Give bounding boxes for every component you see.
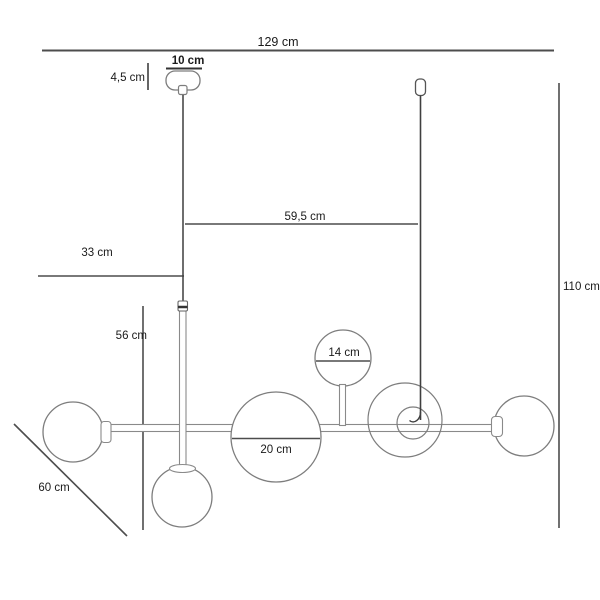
dimension-lines [13,49,560,537]
globe-diameter-lines [232,360,370,440]
right-globe-fitting [490,415,504,438]
ball-joint [367,382,443,458]
rear-cord-gripper [414,78,427,97]
left-globe [42,401,104,463]
ball-joint-inner-circle [396,406,430,440]
bottom-globe [151,466,213,528]
depth-label: 60 cm [38,482,69,494]
ball-joint-outer-circle [367,382,443,458]
large-globe-diameter-label: 20 cm [260,444,291,456]
depth-dimension-line [13,423,128,537]
large-globe [230,391,322,483]
globes [42,329,555,528]
bottom-globe-cap [168,463,197,474]
left-globe-fitting [100,420,112,444]
upper-globe-stem [338,383,347,427]
left-offset-label: 33 cm [81,247,112,259]
small-globe-diameter-label: 14 cm [328,347,359,359]
rear-cord-hook [409,411,422,423]
canopy-height-label: 4,5 cm [110,72,145,84]
suspension [165,70,427,423]
canopy-nipple [177,84,188,96]
canopy-width-label: 10 cm [172,55,205,67]
total-width-label: 129 cm [258,35,299,49]
body-height-label: 56 cm [116,330,147,342]
total-height-label: 110 cm [563,281,600,293]
dimension-labels: 129 cm 10 cm 4,5 cm 59,5 cm 33 cm 110 cm… [38,35,600,494]
cord-spacing-label: 59,5 cm [285,211,326,223]
vertical-rod [178,310,187,469]
